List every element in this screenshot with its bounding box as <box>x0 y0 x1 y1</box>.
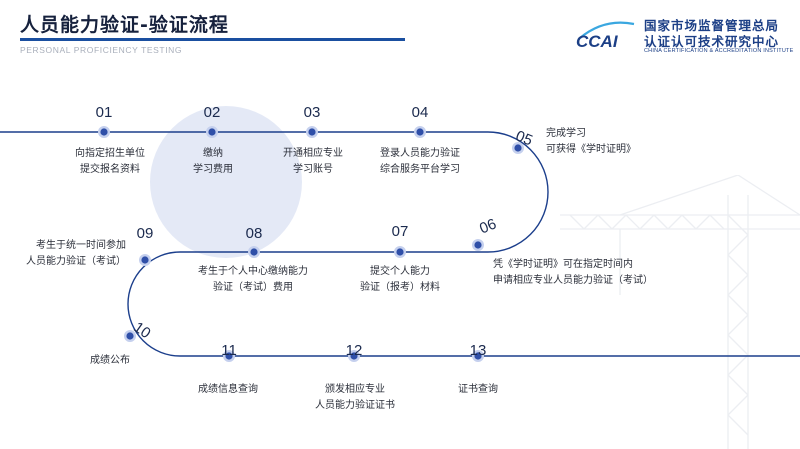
step-13-label: 证书查询 <box>458 384 498 395</box>
step-12-label: 颁发相应专业人员能力验证证书 <box>315 384 395 411</box>
step-11-label: 成绩信息查询 <box>198 384 258 395</box>
ccai-logo-mark: CCAI <box>576 21 635 51</box>
step-10-dot <box>126 332 134 340</box>
step-09-number: 09 <box>136 225 154 242</box>
step-11-number: 11 <box>221 342 237 359</box>
step-09-dot <box>141 256 149 264</box>
step-11-dot <box>225 352 233 360</box>
step-10-label: 成绩公布 <box>90 355 130 366</box>
step-05-dot <box>514 144 522 152</box>
step-06-dot <box>474 241 482 249</box>
step-06-label: 凭《学时证明》可在指定时间内申请相应专业人员能力验证（考试） <box>493 259 653 286</box>
step-08-number: 08 <box>245 225 263 242</box>
step-02-number: 02 <box>203 104 221 121</box>
step-13-number: 13 <box>469 342 487 359</box>
step-01-dot <box>100 128 108 136</box>
logo-line1: 国家市场监督管理总局 <box>644 18 780 33</box>
step-05-label: 完成学习可获得《学时证明》 <box>546 128 636 155</box>
step-03-label: 开通相应专业学习账号 <box>283 148 343 175</box>
step-08-label: 考生于个人中心缴纳能力验证（考试）费用 <box>198 266 308 293</box>
step-12-dot <box>350 352 358 360</box>
step-04-label: 登录人员能力验证综合服务平台学习 <box>380 148 460 175</box>
step-03-number: 03 <box>303 104 321 121</box>
step-07-dot <box>396 248 404 256</box>
page-subtitle: PERSONAL PROFICIENCY TESTING <box>20 45 183 55</box>
step-07-number: 07 <box>391 223 409 240</box>
ccai-logo: CCAI 国家市场监督管理总局 认证认可技术研究中心 CHINA CERTIFI… <box>574 14 796 58</box>
logo-line2: 认证认可技术研究中心 <box>644 34 780 49</box>
logo-mark-text: CCAI <box>576 32 619 51</box>
step-01-number: 01 <box>95 104 113 121</box>
step-07-label: 提交个人能力验证（报考）材料 <box>360 266 440 293</box>
logo-english: CHINA CERTIFICATION & ACCREDITATION INST… <box>644 48 794 54</box>
step-04-dot <box>416 128 424 136</box>
step-08-dot <box>250 248 258 256</box>
step-02-label: 缴纳学习费用 <box>193 148 233 175</box>
step-13-dot <box>474 352 482 360</box>
step-01-label: 向指定招生单位提交报名资料 <box>75 148 145 175</box>
step-09-label: 考生于统一时间参加人员能力验证（考试） <box>26 240 126 267</box>
page-title: 人员能力验证-验证流程 <box>20 14 229 36</box>
step-02-dot <box>208 128 216 136</box>
step-12-number: 12 <box>345 342 363 359</box>
title-underline <box>20 38 405 41</box>
crane-illustration <box>560 175 800 449</box>
step-04-number: 04 <box>411 104 429 121</box>
step-03-dot <box>308 128 316 136</box>
